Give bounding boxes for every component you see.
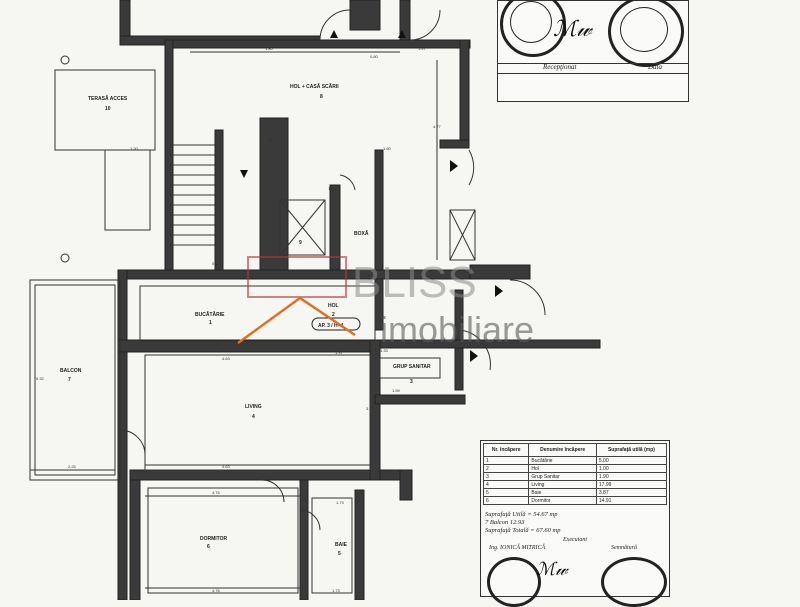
label-dormitor-no: 6 <box>207 544 210 550</box>
cell-nr: 2 <box>482 464 530 473</box>
cell-area: 5.00 <box>595 456 668 465</box>
label-terasa-acces-no: 10 <box>105 106 111 112</box>
header-name: Denumire încăpere <box>528 443 597 457</box>
dim-bath-h: 1.33 <box>380 348 389 353</box>
label-hol-no: 2 <box>332 312 335 318</box>
label-balcon: BALCON <box>60 368 82 374</box>
stamp-box: ℳ𝓌 Recepţionat Data <box>497 0 689 102</box>
direction-markers <box>240 30 503 362</box>
cell-name: Dormitor <box>528 496 597 505</box>
dim-baie-w: 1.73 <box>336 500 345 505</box>
dim-top1: 1.80 <box>265 46 274 51</box>
cell-nr: 4 <box>482 480 530 489</box>
label-terasa-acces: TERASĂ ACCES <box>88 95 128 102</box>
stamp-left-inner <box>510 1 552 43</box>
table-row: 6 Dormitor 14.91 <box>482 496 668 505</box>
cell-name: Living <box>528 480 597 489</box>
total-surface: Suprafaţă Totală = 67.60 mp <box>485 527 561 534</box>
surface-table: Nr. încăpere Denumire încăpere Suprafaţă… <box>482 443 668 505</box>
table-row: 2 Hol 1.00 <box>482 464 668 473</box>
cell-area: 3.87 <box>595 488 668 497</box>
label-baie-no: 5 <box>338 551 341 557</box>
label-dormitor: DORMITOR <box>200 536 228 542</box>
header-area: Suprafaţă utilă (mp) <box>595 443 668 457</box>
stamp-role: Recepţionat <box>543 63 577 71</box>
stamp-date-label: Data <box>648 63 662 71</box>
cell-area: 1.90 <box>595 472 668 481</box>
label-hol-casa-scarii: HOL + CASĂ SCĂRII <box>290 83 339 90</box>
interior-lines <box>29 9 546 594</box>
walls <box>117 0 601 600</box>
header-nr: Nr. încăpere <box>482 443 530 457</box>
cell-nr: 5 <box>482 488 530 497</box>
label-apartment-tag: AP. 3 / H+4 <box>318 323 344 329</box>
executant-name: Ing. IONICĂ MITRICĂ <box>489 545 546 551</box>
label-bucatarie: BUCĂTĂRIE <box>195 311 225 318</box>
signature-bottom: ℳ𝓌 <box>536 559 568 579</box>
cell-area: 1.00 <box>595 464 668 473</box>
dim-mid1: 1.80 <box>328 186 337 191</box>
dim-bath-w: 1.59 <box>392 388 401 393</box>
dim-kitchen-h: 1.37 <box>335 350 344 355</box>
dim-living-w2: 4.63 <box>222 464 231 469</box>
dim-baie-w2: 1.73 <box>332 588 341 593</box>
label-balcon-no: 7 <box>68 377 71 383</box>
table-row: 4 Living 17.99 <box>482 480 668 489</box>
dim-balcony-w: 2.25 <box>68 464 77 469</box>
dim-left: 1.20 <box>130 146 139 151</box>
cell-name: Hol <box>528 464 597 473</box>
dim-living-w: 4.63 <box>222 356 231 361</box>
dim-living-h: 3.77 <box>366 406 375 411</box>
room-labels: HOL + CASĂ SCĂRII 8 TERASĂ ACCES 10 BUCĂ… <box>60 83 431 557</box>
cell-area: 17.99 <box>595 480 668 489</box>
stamp-right <box>608 0 684 67</box>
dim-hall-h: 1.80 <box>383 146 392 151</box>
table-row: 1 Bucătărie 5.00 <box>482 456 668 465</box>
label-living: LIVING <box>245 404 262 410</box>
cell-nr: 6 <box>482 496 530 505</box>
label-living-no: 4 <box>252 414 255 420</box>
total-util: Suprafaţă Utilă = 54.67 mp <box>485 511 558 518</box>
label-baie: BAIE <box>335 542 348 548</box>
watermark-brand: BLISS <box>352 258 477 307</box>
label-bucatarie-no: 1 <box>209 320 212 326</box>
dim-bed-w2: 4.76 <box>212 588 221 593</box>
label-grup-sanitar: GRUP SANITAR <box>393 364 431 370</box>
semnatura-label: Semnătură <box>611 545 637 551</box>
dim-top3: 0.80 <box>370 54 379 59</box>
dim-hall-w: 4.77 <box>433 124 442 129</box>
dim-mid2: 0.51 <box>212 261 221 266</box>
dim-top2: 1.47 <box>418 46 427 51</box>
balcony-line: 7 Balcon 12.93 <box>485 519 525 526</box>
label-grup-sanitar-no: 3 <box>410 379 413 385</box>
cell-name: Grup Sanitar <box>528 472 597 481</box>
stamp-right-inner <box>620 7 668 52</box>
label-lift: 9 <box>299 240 302 246</box>
dim-kitchen-w: 3.56 <box>212 341 221 346</box>
table-row: 5 Baie 3.87 <box>482 488 668 497</box>
label-hol-casa-scarii-no: 8 <box>320 94 323 100</box>
cell-area: 14.91 <box>595 496 668 505</box>
watermark: BLISS imobiliare <box>237 256 534 350</box>
label-hol: HOL <box>328 303 339 309</box>
dim-bed-w: 4.76 <box>212 490 221 495</box>
table-header-row: Nr. încăpere Denumire încăpere Suprafaţă… <box>482 443 668 457</box>
cell-nr: 1 <box>482 456 530 465</box>
executant-label: Executant <box>563 537 587 543</box>
cell-name: Baie <box>528 488 597 497</box>
dimension-labels: 1.80 1.47 0.80 0.5 4.77 1.80 1.80 0.51 3… <box>36 46 442 593</box>
dim-stairs: 0.5 <box>268 138 274 143</box>
dim-balcony-h: 5.32 <box>36 376 45 381</box>
cell-name: Bucătărie <box>528 456 597 465</box>
cell-nr: 3 <box>482 472 530 481</box>
label-boxa: BOXĂ <box>354 230 369 237</box>
stamp-left <box>500 0 566 57</box>
surface-table-box: Nr. încăpere Denumire încăpere Suprafaţă… <box>480 440 670 607</box>
watermark-subtitle: imobiliare <box>380 309 534 350</box>
table-row: 3 Grup Sanitar 1.90 <box>482 472 668 481</box>
signature-top: ℳ𝓌 <box>553 16 592 41</box>
